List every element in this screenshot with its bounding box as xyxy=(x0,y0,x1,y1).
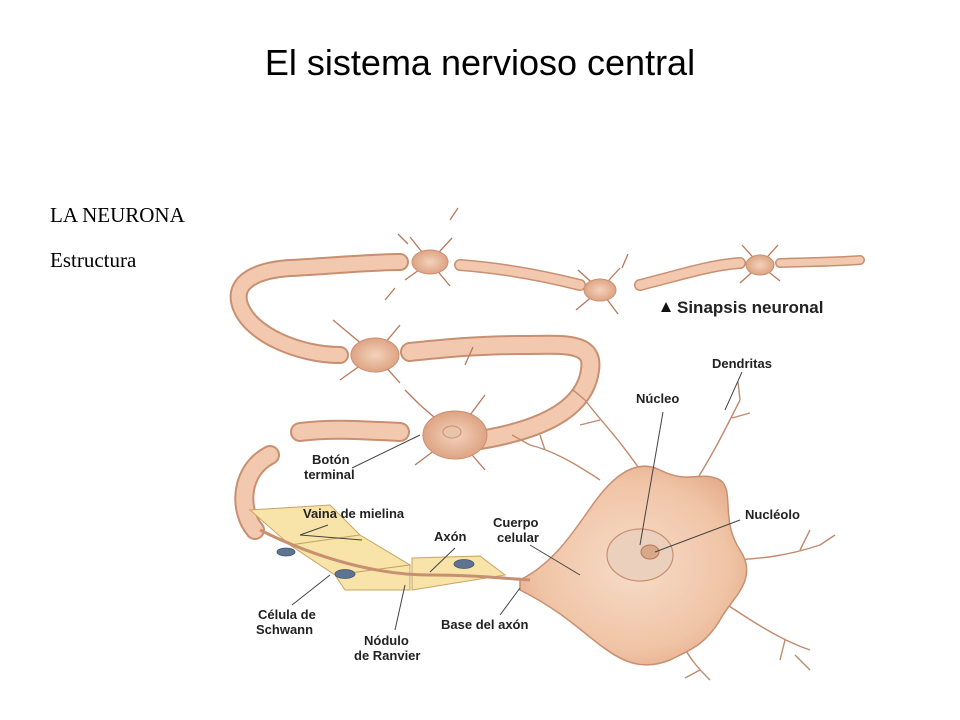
label-terminal-1: Botón xyxy=(312,452,350,467)
arrow-up-icon xyxy=(661,302,671,312)
section-subheading: Estructura xyxy=(50,248,137,272)
leader-lines xyxy=(291,371,743,631)
label-axon: Axón xyxy=(434,529,467,544)
label-dendrites: Dendritas xyxy=(712,356,772,371)
slide-title: El sistema nervioso central xyxy=(264,42,696,83)
label-schwann-2: Schwann xyxy=(256,622,313,637)
label-myelin: Vaina de mielina xyxy=(303,506,405,521)
section-heading: LA NEURONA xyxy=(50,203,185,227)
label-ranvier-1: Nódulo xyxy=(364,633,409,648)
label-ranvier-2: de Ranvier xyxy=(354,648,420,663)
labels: Sinapsis neuronal Dendritas Núcleo Nuclé… xyxy=(256,298,823,663)
myelin-sheath xyxy=(248,504,507,591)
label-nucleolus: Nucléolo xyxy=(745,507,800,522)
label-schwann-1: Célula de xyxy=(258,607,316,622)
label-synapse: Sinapsis neuronal xyxy=(677,298,823,317)
label-body-2: celular xyxy=(497,530,539,545)
label-axon-base: Base del axón xyxy=(441,617,528,632)
small-neuron-bodies xyxy=(350,249,775,460)
nucleolus xyxy=(640,544,660,560)
axon-chain xyxy=(229,253,865,540)
axon xyxy=(259,528,531,582)
nucleus xyxy=(606,528,674,582)
label-body-1: Cuerpo xyxy=(493,515,539,530)
label-nucleus: Núcleo xyxy=(636,391,679,406)
label-terminal-2: terminal xyxy=(304,467,355,482)
schwann-nuclei xyxy=(276,547,475,579)
